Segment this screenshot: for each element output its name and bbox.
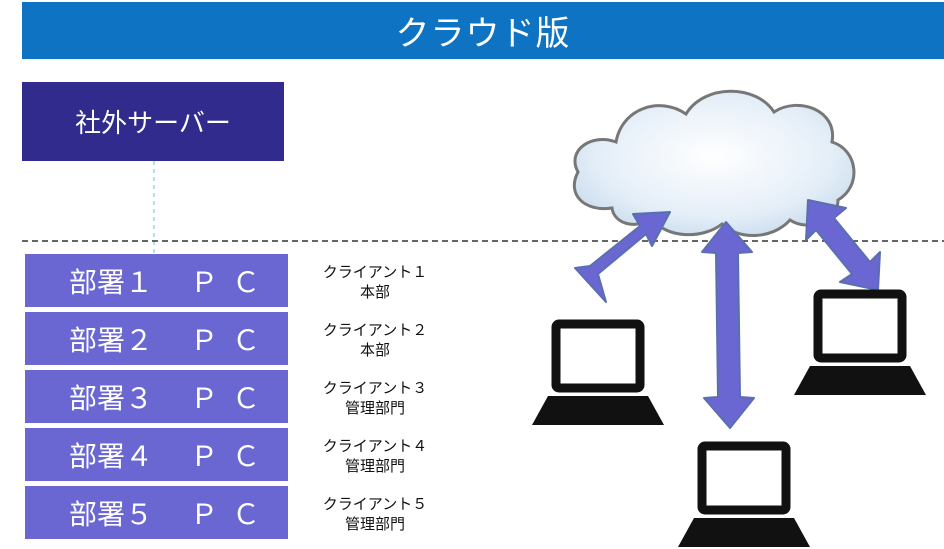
bidirectional-arrow-icon [701, 221, 755, 429]
department-label: 部署３ [69, 381, 154, 415]
department-pc-row: 部署３ ＰＣ [25, 370, 288, 423]
client-name: クライアント５ [322, 495, 428, 513]
department-label: 部署４ [69, 439, 154, 473]
department-pc-row: 部署５ ＰＣ [25, 486, 288, 539]
client-label: クライアント５ 管理部門 [305, 494, 445, 534]
bidirectional-arrow-icon [574, 211, 671, 303]
client-location: 管理部門 [344, 515, 405, 533]
client-label: クライアント４ 管理部門 [305, 436, 445, 476]
client-label: クライアント１ 本部 [305, 262, 445, 302]
client-label: クライアント２ 本部 [305, 320, 445, 360]
laptop-icon [794, 289, 926, 395]
external-server-box: 社外サーバー [22, 82, 284, 161]
pc-label: ＰＣ [190, 323, 275, 357]
laptop-icon [532, 319, 664, 425]
client-name: クライアント１ [322, 263, 428, 281]
client-location: 管理部門 [344, 457, 405, 475]
client-name: クライアント２ [322, 321, 428, 339]
department-label: 部署５ [69, 497, 154, 531]
client-location: 本部 [359, 341, 390, 359]
department-label: 部署１ [69, 265, 154, 299]
page-title: クラウド版 [395, 14, 571, 54]
client-name: クライアント３ [322, 379, 428, 397]
client-name: クライアント４ [322, 437, 428, 455]
bidirectional-arrow-icon [805, 199, 881, 291]
client-location: 管理部門 [344, 399, 405, 417]
department-pc-row: 部署１ ＰＣ [25, 254, 288, 307]
page-title-banner: クラウド版 [22, 2, 944, 59]
laptop-icon [678, 441, 810, 547]
external-server-label: 社外サーバー [75, 109, 231, 139]
pc-label: ＰＣ [190, 381, 275, 415]
pc-label: ＰＣ [190, 265, 275, 299]
department-pc-row: 部署２ ＰＣ [25, 312, 288, 365]
client-label: クライアント３ 管理部門 [305, 378, 445, 418]
department-pc-row: 部署４ ＰＣ [25, 428, 288, 481]
department-label: 部署２ [69, 323, 154, 357]
pc-label: ＰＣ [190, 497, 275, 531]
pc-label: ＰＣ [190, 439, 275, 473]
client-location: 本部 [359, 283, 390, 301]
cloud-icon [572, 89, 856, 237]
